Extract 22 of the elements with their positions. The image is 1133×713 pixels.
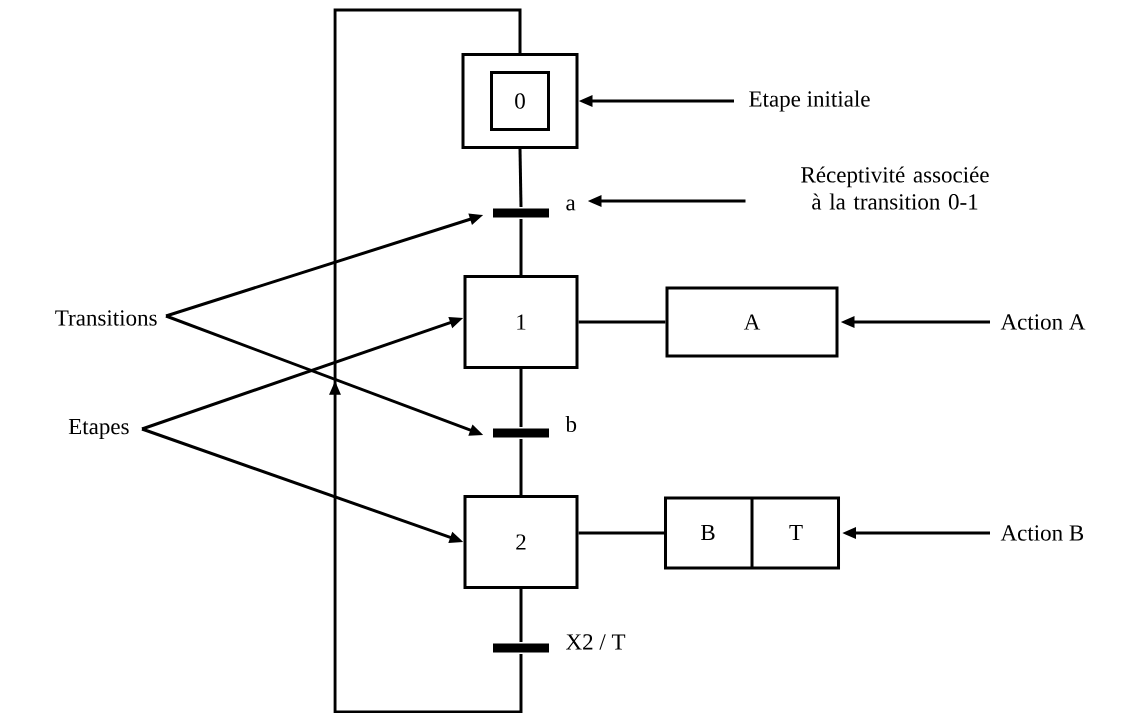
link-line	[519, 369, 523, 427]
annotation-text: Etapes	[68, 419, 129, 439]
annotation-text: Réceptivité associée à la transition 0-1	[801, 166, 989, 210]
loop-arrow	[329, 8, 523, 713]
annotation-text: Action A	[1000, 314, 1086, 330]
annotation-text: Transitions	[55, 310, 157, 326]
step-box: 1	[463, 275, 579, 369]
step-box: 2	[463, 495, 579, 589]
receptivity-label: a	[566, 199, 576, 211]
annotation-text: Etape initiale	[749, 90, 870, 112]
receptivity-label: b	[565, 415, 577, 433]
initial-step-box: 0	[461, 53, 579, 149]
action-box: A	[665, 286, 839, 358]
receptivity-label: X2 / T	[566, 634, 626, 650]
link-line	[519, 589, 523, 642]
link-line	[518, 149, 523, 208]
connector-line	[578, 320, 666, 324]
link-line	[519, 219, 523, 275]
action-box: B T	[664, 496, 840, 570]
connector-line	[578, 531, 664, 535]
annotation-text: Action B	[1000, 525, 1084, 541]
link-line	[519, 439, 523, 495]
